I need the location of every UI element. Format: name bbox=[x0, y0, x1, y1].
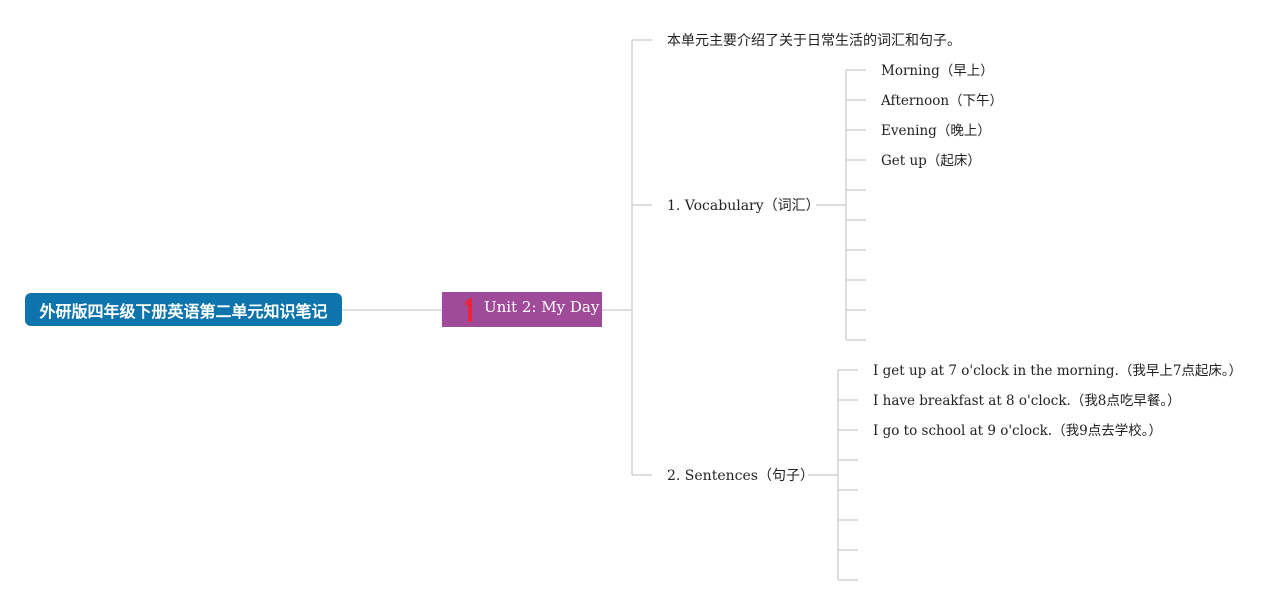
vocabulary-item[interactable]: Evening（晚上） bbox=[881, 123, 991, 139]
sentences-node[interactable]: 2. Sentences（句子） bbox=[667, 468, 814, 484]
root-title: 外研版四年级下册英语第二单元知识笔记 bbox=[39, 301, 328, 321]
intro-node[interactable]: 本单元主要介绍了关于日常生活的词汇和句子。 bbox=[667, 33, 961, 49]
sentence-item[interactable]: I have breakfast at 8 o'clock.（我8点吃早餐。） bbox=[873, 393, 1181, 409]
vocabulary-item[interactable]: Get up（起床） bbox=[881, 153, 981, 169]
sentence-item[interactable]: I get up at 7 o'clock in the morning.（我早… bbox=[873, 363, 1243, 379]
sentence-item[interactable]: I go to school at 9 o'clock.（我9点去学校。） bbox=[873, 423, 1162, 439]
vocabulary-item[interactable]: Morning（早上） bbox=[881, 63, 994, 79]
root-node[interactable]: 外研版四年级下册英语第二单元知识笔记 bbox=[25, 293, 342, 326]
vocabulary-node[interactable]: 1. Vocabulary（词汇） bbox=[667, 198, 820, 214]
vocabulary-item[interactable]: Afternoon（下午） bbox=[881, 93, 1004, 109]
unit-title: Unit 2: My Day bbox=[484, 297, 600, 316]
unit-node[interactable]: Unit 2: My Day bbox=[442, 292, 602, 327]
priority-marker-icon bbox=[442, 292, 484, 327]
